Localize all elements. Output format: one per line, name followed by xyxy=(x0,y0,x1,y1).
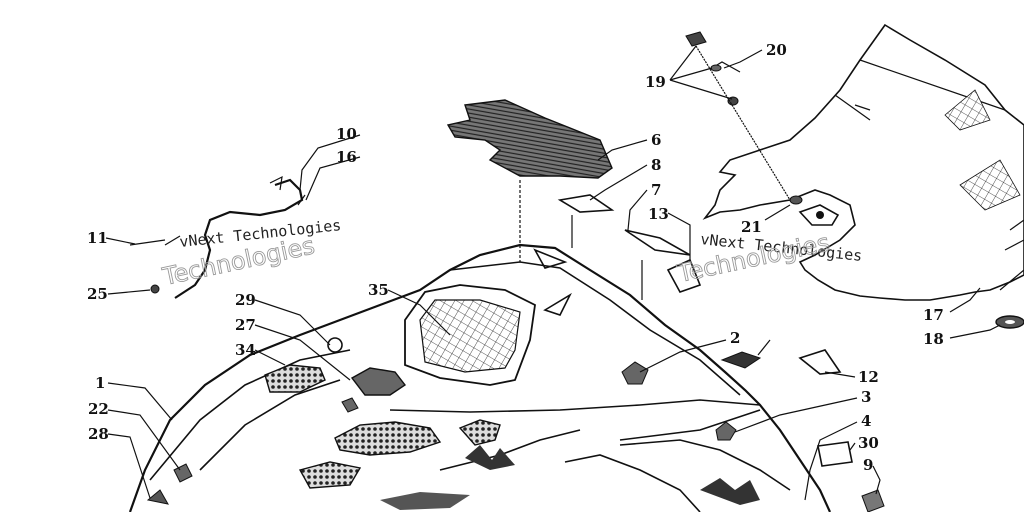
callout-8: 8 xyxy=(651,156,661,174)
callout-13: 13 xyxy=(648,205,669,223)
callout-34: 35 xyxy=(368,281,389,299)
callout-21: 22 xyxy=(88,400,109,418)
callout-10: 10 xyxy=(336,125,357,143)
callout-12: 12 xyxy=(858,368,879,386)
callout-18: 18 xyxy=(923,330,944,348)
decal-7 xyxy=(624,229,691,256)
callout-11: 11 xyxy=(87,229,108,247)
callout-22: 21 xyxy=(741,218,762,236)
callout-26: 27 xyxy=(235,316,256,334)
callout-20: 20 xyxy=(766,41,787,59)
callout-7: 7 xyxy=(651,181,661,199)
callouts: 10 16 11 25 29 27 34 35 1 22 28 6 8 7 13… xyxy=(87,41,944,474)
decal-8 xyxy=(557,194,615,213)
callout-17: 17 xyxy=(923,306,944,324)
callout-19: 19 xyxy=(645,73,666,91)
callout-29: 30 xyxy=(858,434,879,452)
callout-28: 29 xyxy=(235,291,256,309)
callout-25: 25 xyxy=(87,285,108,303)
callout-9: 9 xyxy=(863,456,873,474)
callout-4: 4 xyxy=(861,412,871,430)
windshield-bracket xyxy=(789,195,840,226)
washer-18 xyxy=(995,315,1024,329)
watermark-right: vNext Technologies Technologies xyxy=(674,228,863,289)
windshield xyxy=(702,23,1024,301)
callout-1: 1 xyxy=(95,374,105,392)
decal-13 xyxy=(666,258,702,293)
callout-16: 16 xyxy=(336,148,357,166)
pad-6 xyxy=(446,99,613,179)
callout-6: 6 xyxy=(651,131,661,149)
callout-27: 28 xyxy=(88,425,109,443)
callout-30: 34 xyxy=(235,341,256,359)
watermark-left: vNext Technologies Technologies xyxy=(159,216,342,291)
callout-2: 2 xyxy=(730,329,740,347)
callout-3: 3 xyxy=(861,388,871,406)
hardware-19-20 xyxy=(685,31,791,201)
leader-lines xyxy=(105,45,1001,501)
hood xyxy=(128,243,885,513)
